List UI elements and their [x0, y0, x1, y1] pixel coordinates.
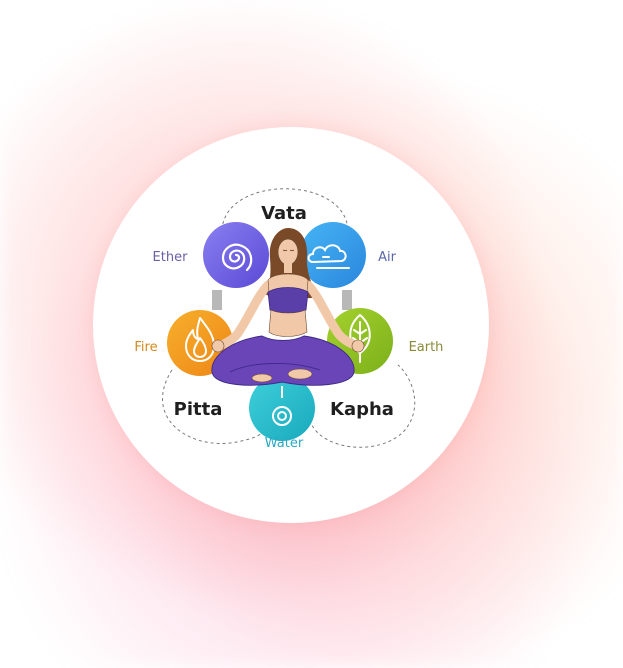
connector-air-earth: [342, 290, 352, 310]
connector-ether-fire: [212, 290, 222, 310]
water-circle: [249, 375, 315, 441]
ether-label: Ether: [153, 250, 189, 265]
pitta-label: Pitta: [174, 399, 223, 420]
spiral-icon: [221, 243, 253, 272]
kapha-label: Kapha: [330, 399, 394, 420]
air-label: Air: [378, 250, 397, 265]
meditating-woman: [211, 228, 365, 386]
fire-label: Fire: [134, 340, 157, 355]
earth-label: Earth: [409, 340, 444, 355]
air-circle: [300, 222, 366, 288]
water-label: Water: [265, 436, 304, 451]
ether-circle: [203, 222, 269, 288]
water-drop-icon: [272, 386, 292, 426]
vata-arc: [221, 188, 349, 231]
kapha-arc: [309, 364, 416, 448]
circle-connectors: [212, 290, 352, 310]
cloud-icon: [307, 244, 350, 269]
vata-label: Vata: [261, 203, 307, 224]
